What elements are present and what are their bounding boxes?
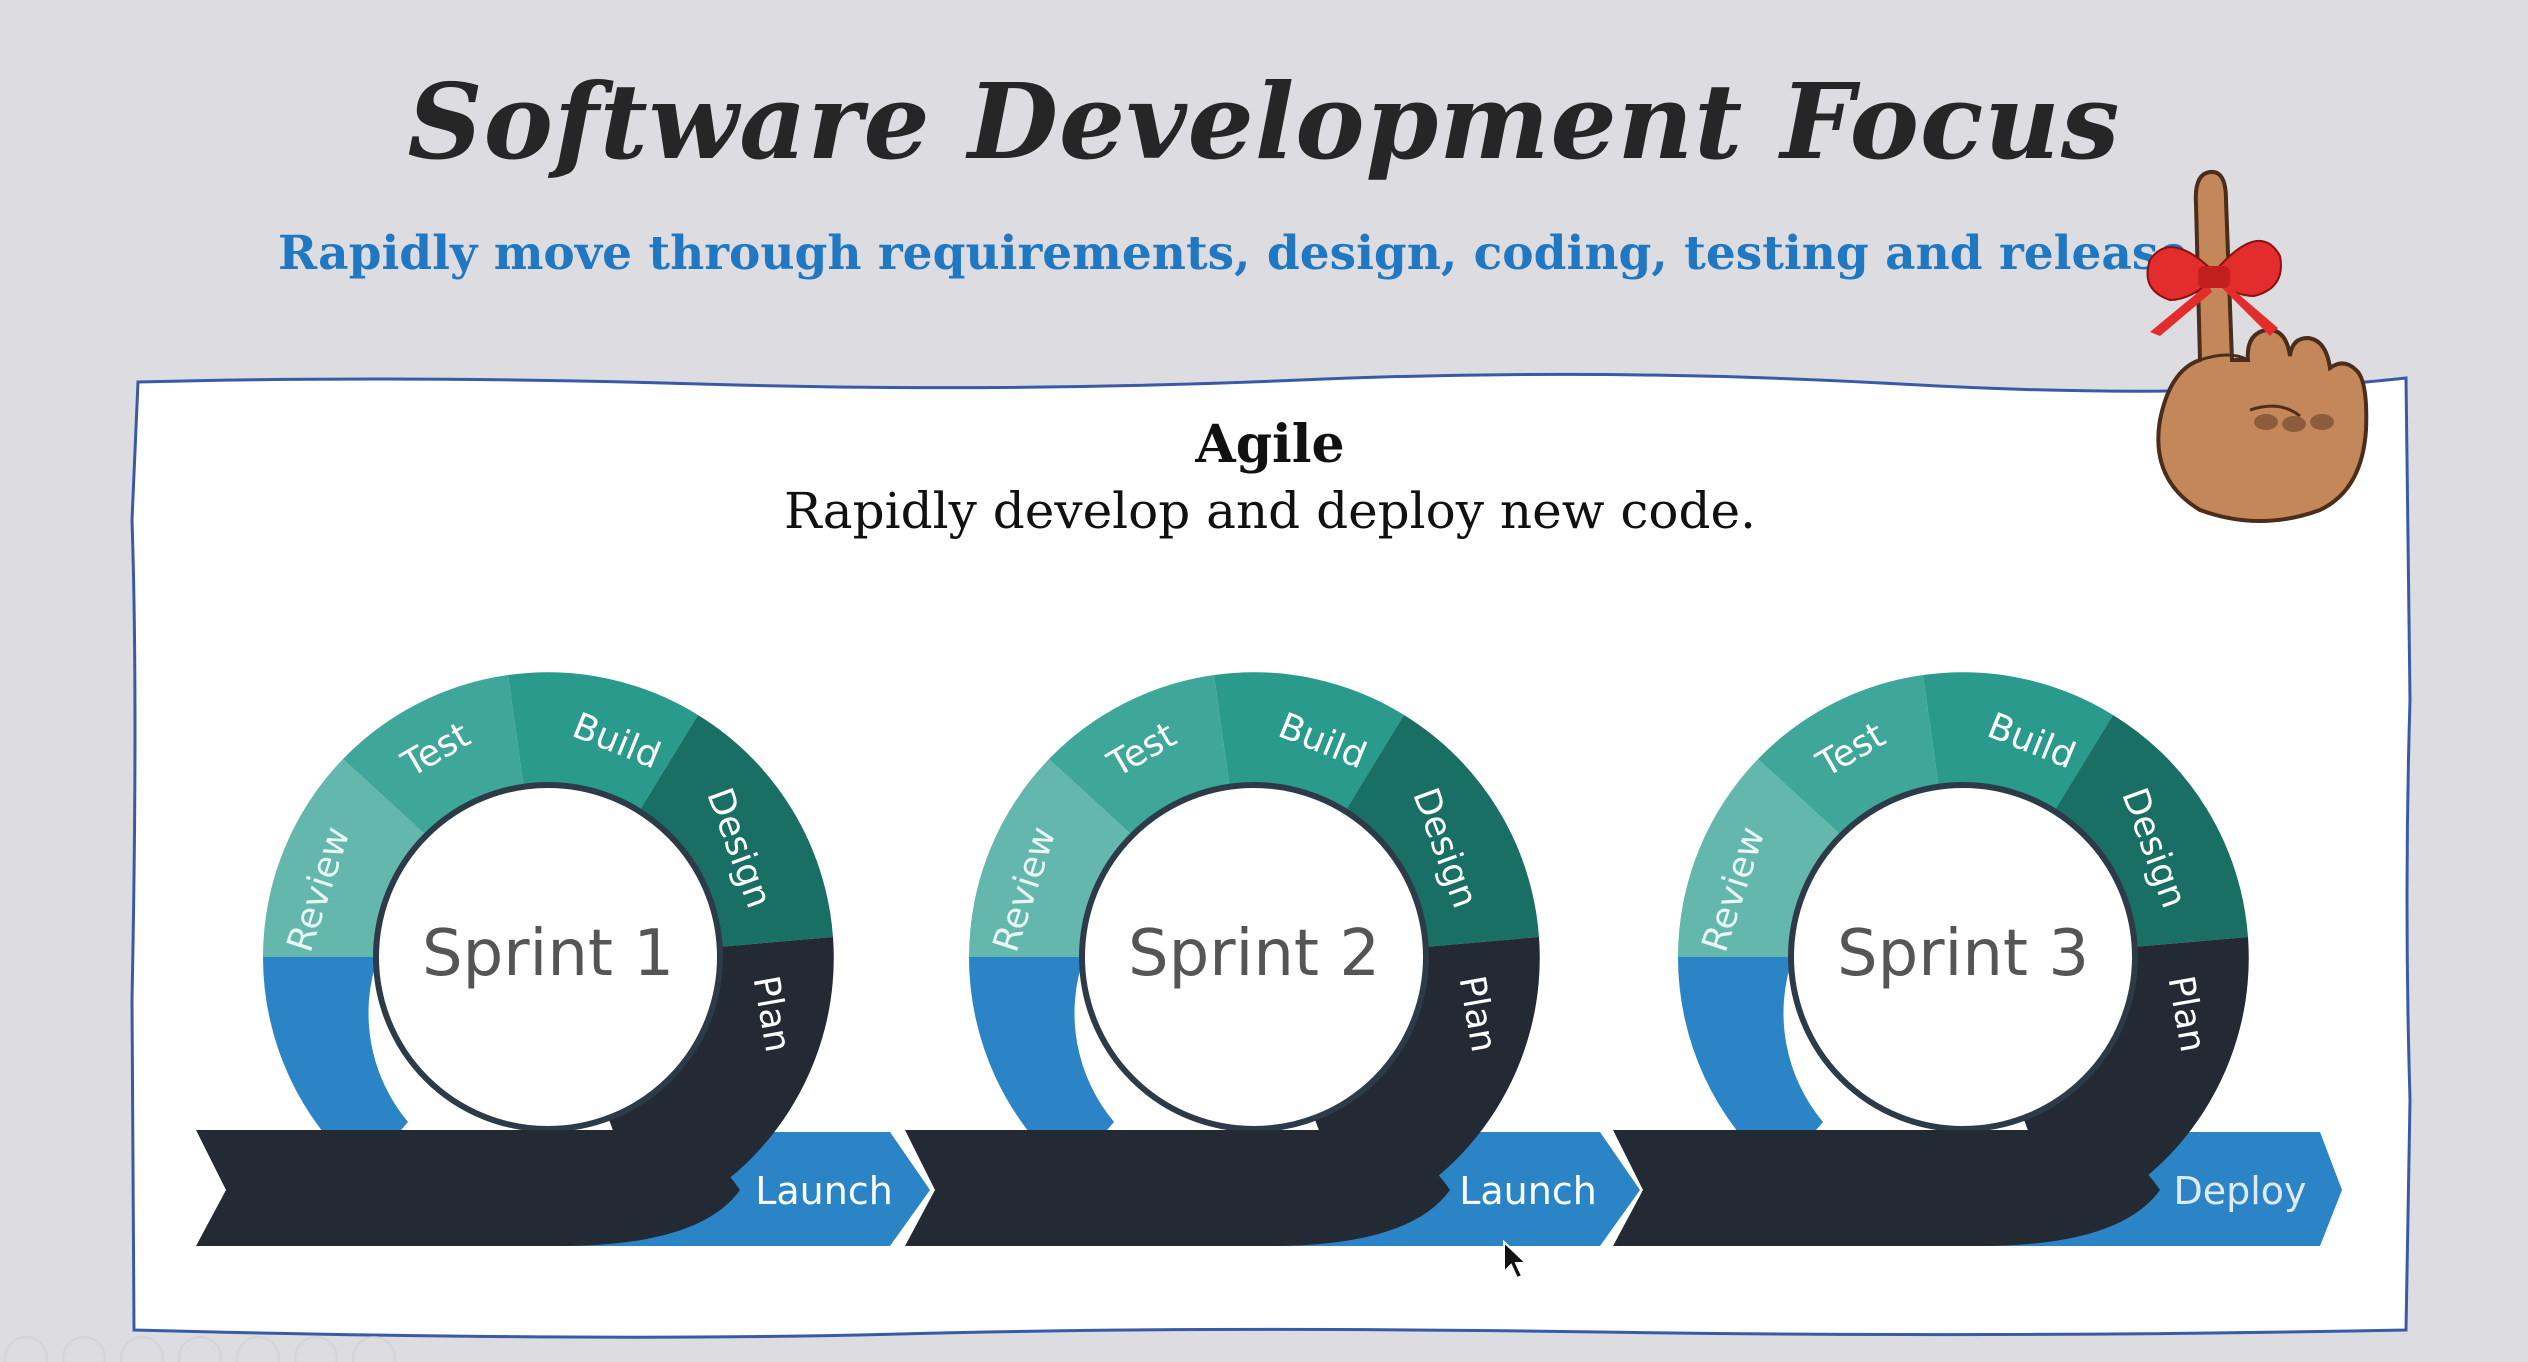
launch-label-2: Launch (1459, 1169, 1597, 1213)
pen-tool-button[interactable] (120, 1336, 164, 1362)
red-bow-icon (2146, 239, 2282, 336)
navy-band-3 (1613, 1130, 2160, 1246)
slides-grid-button[interactable] (178, 1336, 222, 1362)
deploy-label-3: Deploy (2173, 1169, 2306, 1213)
sprint-3-label: Sprint 3 (1837, 917, 2089, 991)
slide-title: Software Development Focus (407, 60, 2121, 183)
previous-slide-button[interactable] (4, 1336, 48, 1362)
launch-label-1: Launch (755, 1169, 893, 1213)
next-slide-button[interactable] (62, 1336, 106, 1362)
navy-band-2 (905, 1130, 1450, 1246)
more-options-button[interactable] (352, 1336, 396, 1362)
agile-heading: Agile (1195, 414, 1345, 475)
finger-with-red-bow-icon (2146, 169, 2369, 523)
sprint-2-label: Sprint 2 (1128, 917, 1380, 991)
presentation-toolbar (4, 1336, 396, 1362)
mouse-pointer-icon (1503, 1240, 1529, 1280)
zoom-button[interactable] (236, 1336, 280, 1362)
subtitles-button[interactable] (294, 1336, 338, 1362)
sprint-1-label: Sprint 1 (422, 917, 674, 991)
navy-band-1 (196, 1130, 740, 1246)
agile-description: Rapidly develop and deploy new code. (784, 482, 1756, 540)
slide-subtitle: Rapidly move through requirements, desig… (278, 226, 2189, 281)
